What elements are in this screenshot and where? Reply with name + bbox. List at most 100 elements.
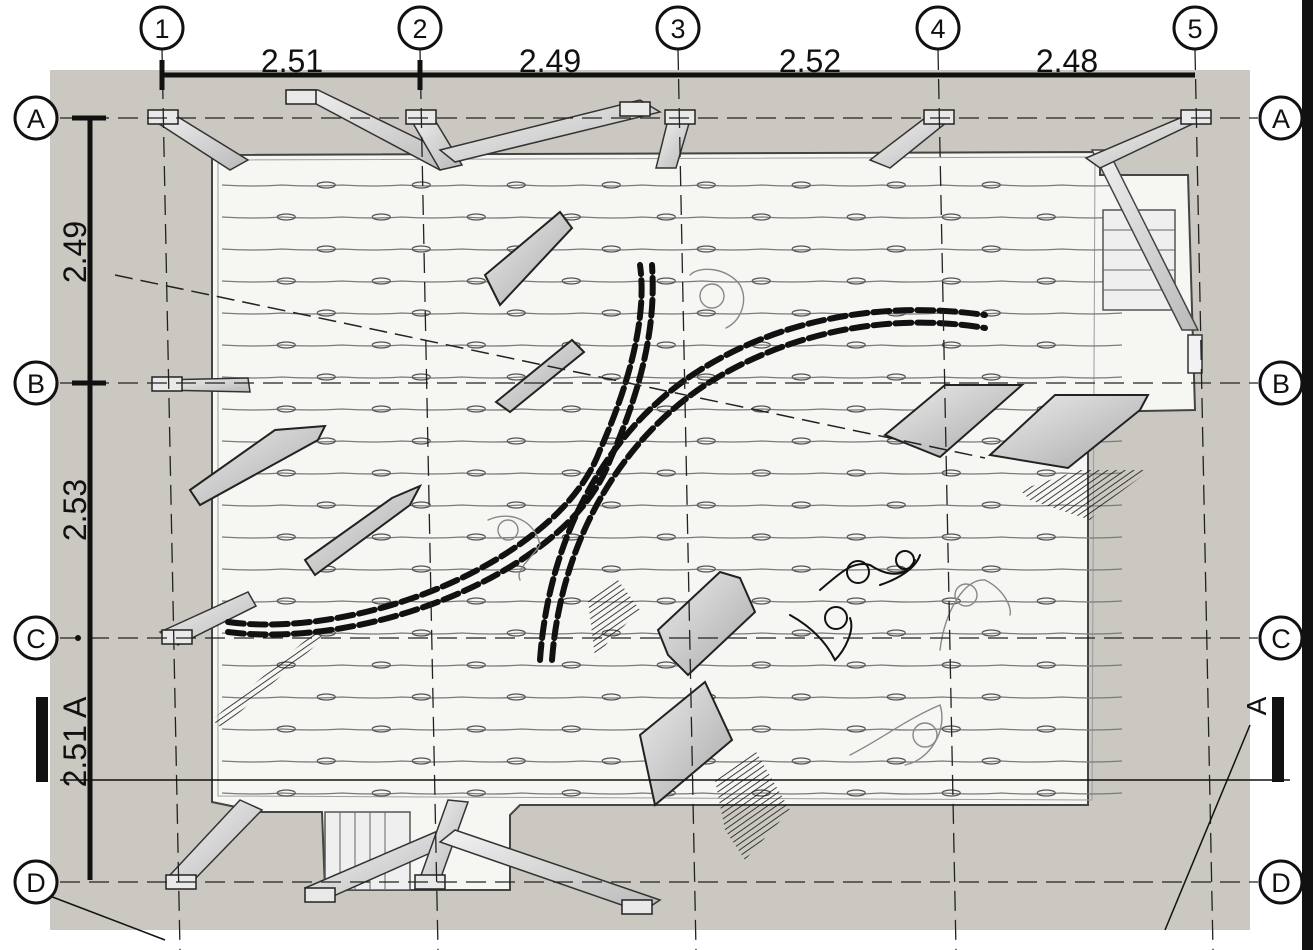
wood-knot <box>751 597 771 605</box>
svg-text:D: D <box>1271 868 1291 898</box>
wood-knot <box>371 469 391 477</box>
curved-path-lines <box>225 262 988 663</box>
dim-1-2: 2.51 <box>261 43 323 79</box>
wood-knot <box>601 309 621 317</box>
wood-knot <box>1036 725 1056 733</box>
svg-text:B: B <box>1272 369 1290 399</box>
wood-knot <box>751 661 771 669</box>
beam-end-block <box>285 89 317 105</box>
wood-knot <box>846 597 866 605</box>
wood-knot <box>411 437 431 445</box>
wood-knot <box>466 277 486 285</box>
wood-knot <box>276 533 296 541</box>
svg-text:5: 5 <box>1187 14 1202 44</box>
wood-knot <box>506 501 526 509</box>
wood-knot <box>276 213 296 221</box>
wood-knot <box>981 245 1001 253</box>
dimension-chain-top <box>159 60 1195 90</box>
floor-board-line <box>221 376 1123 379</box>
wood-knot <box>751 725 771 733</box>
wood-knot <box>1036 789 1056 797</box>
wood-knot <box>466 405 486 413</box>
beam-end-blocks <box>147 89 1212 915</box>
wood-knot <box>276 597 296 605</box>
beam-end-block <box>304 887 336 903</box>
wood-knot <box>276 341 296 349</box>
floor-board-line <box>221 440 1123 443</box>
wood-knot <box>466 789 486 797</box>
wood-knot <box>941 789 961 797</box>
wood-knot <box>506 309 526 317</box>
section-line-a <box>36 697 1290 941</box>
wood-knot <box>886 373 906 381</box>
svg-text:A: A <box>27 104 45 134</box>
wood-knot <box>371 277 391 285</box>
wood-knot <box>371 533 391 541</box>
wood-knot <box>601 501 621 509</box>
dim-a-b: 2.49 <box>57 221 93 283</box>
wood-knot <box>316 245 336 253</box>
floor-deck <box>211 150 1197 891</box>
grid-line-vertical <box>1194 49 1214 950</box>
grid-bubble-col-4: 4 <box>915 5 961 51</box>
floor-board-line <box>221 184 1123 187</box>
floor-board-line <box>221 568 1123 571</box>
section-label-left: 2.51 A <box>57 696 93 787</box>
panel-boards <box>188 210 1150 807</box>
wood-knot <box>561 661 581 669</box>
wood-knot <box>886 629 906 637</box>
wood-knot <box>751 213 771 221</box>
grid-line-vertical <box>937 49 957 950</box>
grid-bubble-row-b-left: B <box>13 360 59 406</box>
wood-knot <box>276 789 296 797</box>
wood-knot <box>561 277 581 285</box>
wood-knot <box>1036 341 1056 349</box>
wood-knot <box>981 437 1001 445</box>
wood-knot <box>506 693 526 701</box>
wood-knot <box>601 181 621 189</box>
wood-knot <box>561 725 581 733</box>
wood-knot <box>981 501 1001 509</box>
wood-knot <box>656 213 676 221</box>
wood-knot <box>411 629 431 637</box>
dim-2-3: 2.49 <box>519 43 581 79</box>
wood-knot <box>791 501 811 509</box>
wood-knot <box>791 437 811 445</box>
wood-knot <box>791 373 811 381</box>
stair-top-right <box>1090 149 1203 374</box>
svg-text:C: C <box>26 624 46 654</box>
wood-knot <box>466 661 486 669</box>
wood-knot <box>696 565 716 573</box>
wood-knot <box>411 501 431 509</box>
wood-knot <box>791 693 811 701</box>
svg-text:B: B <box>27 369 45 399</box>
wood-knot <box>846 277 866 285</box>
wood-knot <box>941 533 961 541</box>
wood-knot <box>371 597 391 605</box>
wood-knot <box>981 181 1001 189</box>
wood-knot <box>941 661 961 669</box>
wood-knot <box>601 245 621 253</box>
dimension-chain-left <box>72 115 106 880</box>
wood-knot <box>656 341 676 349</box>
wood-knot <box>791 757 811 765</box>
wood-knot <box>316 373 336 381</box>
grid-bubble-row-c-right: C <box>1258 615 1304 661</box>
grid-line-vertical <box>677 49 697 950</box>
wood-knot <box>316 181 336 189</box>
grid-line-vertical <box>161 49 181 950</box>
wood-knot <box>276 469 296 477</box>
wood-knot <box>506 181 526 189</box>
dim-b-c: 2.53 <box>57 479 93 541</box>
wood-knot <box>561 405 581 413</box>
wood-knot <box>886 501 906 509</box>
wood-knot <box>371 725 391 733</box>
page-edge-bar <box>1302 0 1313 950</box>
wood-knot <box>466 725 486 733</box>
wood-knot <box>886 245 906 253</box>
grid-bubble-col-2: 2 <box>397 5 443 51</box>
wood-knot <box>411 309 431 317</box>
wood-knot <box>981 629 1001 637</box>
wood-knot <box>886 693 906 701</box>
